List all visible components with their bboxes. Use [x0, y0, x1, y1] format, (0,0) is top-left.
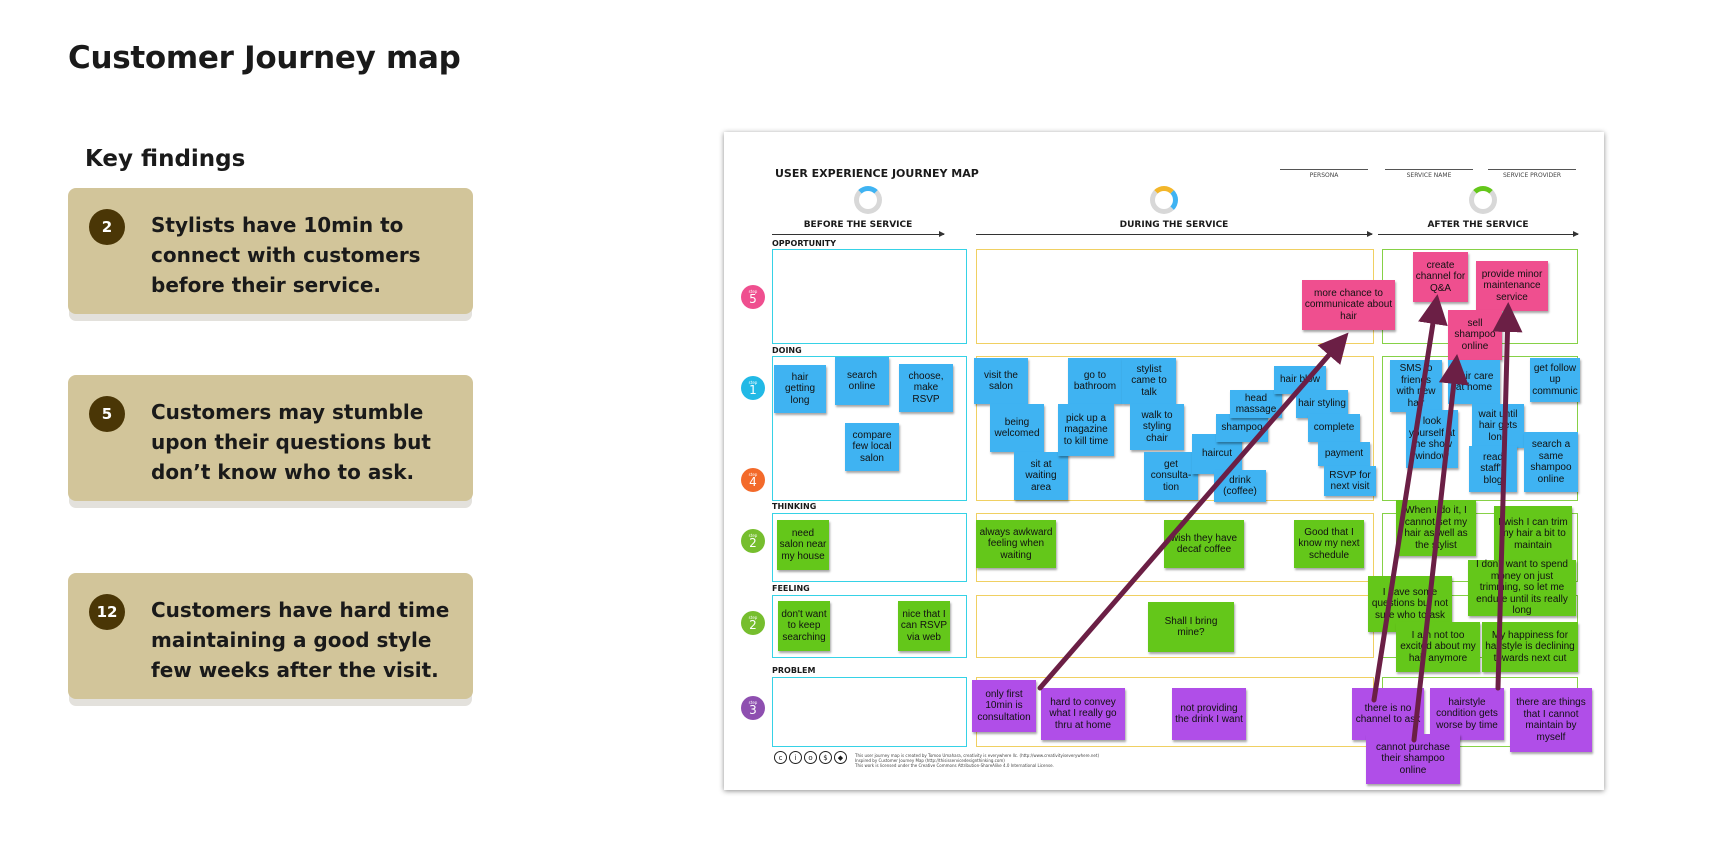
journey-map-image: USER EXPERIENCE JOURNEY MAP PERSONA SERV…: [724, 132, 1604, 790]
finding-card: 5 Customers may stumble upon their quest…: [68, 375, 473, 501]
finding-card: 12 Customers have hard time maintaining …: [68, 573, 473, 699]
row-label-feeling: FEELING: [772, 584, 810, 593]
sticky-note: only first 10min is consultation: [972, 680, 1036, 732]
persona-label: PERSONA: [1309, 172, 1339, 179]
donut-before-icon: [854, 186, 882, 214]
sticky-note: need salon near my house: [777, 520, 829, 570]
finding-card: 2 Stylists have 10min to connect with cu…: [68, 188, 473, 314]
sticky-note: nice that I can RSVP via web: [898, 601, 950, 651]
connector-arrow: [1492, 302, 1523, 691]
sticky-note: don't want to keep searching: [778, 601, 830, 651]
sticky-note: SMS to friends with new hair: [1390, 360, 1442, 412]
license-text: This user journey map is created by Tomo…: [855, 753, 1099, 768]
sticky-note: stylist came to talk: [1122, 358, 1176, 404]
sticky-note: hair styling: [1296, 390, 1348, 418]
zone: [772, 356, 967, 501]
phase-after-arrow: [1378, 231, 1579, 237]
sticky-note: I don't want to spend money on just trim…: [1468, 559, 1576, 616]
zone: [976, 356, 1374, 501]
connector-arrow: [1037, 332, 1349, 691]
sticky-note: being welcomed: [990, 404, 1044, 452]
sticky-note: cannot purchase their shampoo online: [1366, 734, 1460, 784]
count-badge: 5: [89, 396, 125, 432]
service-name-label: SERVICE NAME: [1406, 172, 1452, 179]
service-provider-label: SERVICE PROVIDER: [1502, 172, 1562, 179]
sticky-note: get follow up communic: [1530, 358, 1580, 402]
zone: [772, 595, 967, 658]
sticky-note: there are things that I cannot maintain …: [1510, 688, 1592, 752]
sticky-note: payment: [1318, 442, 1370, 466]
key-findings-heading: Key findings: [85, 146, 246, 172]
sticky-note: I am not too excited about my hair anymo…: [1396, 622, 1480, 672]
service-provider-line: [1488, 169, 1576, 170]
finding-text: Customers have hard time maintaining a g…: [151, 598, 450, 682]
sticky-note: create channel for Q&A: [1413, 252, 1468, 302]
logo-icon: ◆: [834, 751, 847, 764]
sticky-note: compare few local salon: [845, 423, 899, 471]
sticky-note: complete: [1308, 414, 1360, 442]
service-name-line: [1385, 169, 1473, 170]
sticky-note: Shall I bring mine?: [1148, 602, 1234, 652]
sticky-note: search online: [835, 357, 889, 405]
count-badge: 2: [89, 209, 125, 245]
page-title: Customer Journey map: [68, 40, 461, 76]
donut-during-icon: [1150, 186, 1178, 214]
sticky-note: I wish I can trim my hair a bit to maint…: [1494, 506, 1572, 562]
sticky-note: head massage: [1230, 390, 1282, 418]
sticky-note: there is no channel to ask: [1352, 688, 1424, 740]
sticky-note: visit the salon: [974, 358, 1028, 404]
license-line: This user journey map is created by Tomo…: [855, 753, 1100, 758]
sticky-note: hard to convey what I really go thru at …: [1041, 688, 1125, 740]
sticky-note: more chance to communicate about hair: [1302, 280, 1395, 330]
persona-line: [1280, 169, 1368, 170]
sticky-note: sit at waiting area: [1014, 452, 1068, 500]
row-label-opportunity: OPPORTUNITY: [772, 239, 837, 248]
sticky-note: read staff's blog: [1469, 446, 1517, 492]
sa-icon: o: [804, 751, 817, 764]
zone: [772, 513, 967, 582]
sticky-note: not providing the drink I want: [1172, 688, 1246, 740]
phase-during-arrow: [976, 231, 1373, 237]
connector-arrow: [1411, 354, 1469, 743]
sticky-note: go to bathroom: [1068, 358, 1122, 404]
phase-before-arrow: [772, 231, 945, 237]
sticky-note: wait until hair gets long: [1472, 404, 1524, 448]
by-icon: i: [789, 751, 802, 764]
row-label-doing: DOING: [772, 346, 802, 355]
sticky-note: always awkward feeling when waiting: [976, 520, 1056, 568]
sticky-note: get consulta-tion: [1144, 452, 1198, 500]
phase-during: DURING THE SERVICE: [1119, 220, 1229, 230]
sticky-note: search a same shampoo online: [1524, 432, 1578, 492]
connector-arrow: [1371, 294, 1448, 703]
sticky-note: RSVP for next visit: [1324, 466, 1376, 496]
sticky-note: pick up a magazine to kill time: [1058, 404, 1114, 456]
sticky-note: walk to styling chair: [1130, 404, 1184, 450]
cc-icon: c: [774, 751, 787, 764]
sticky-note: hair getting long: [774, 365, 826, 413]
sticky-note: Good that I know my next schedule: [1294, 520, 1364, 568]
sticky-note: hairstyle condition gets worse by time: [1430, 688, 1504, 740]
finding-text: Customers may stumble upon their questio…: [151, 400, 431, 484]
row-label-problem: PROBLEM: [772, 666, 816, 675]
zone: [772, 677, 967, 747]
phase-before: BEFORE THE SERVICE: [803, 220, 913, 230]
nc-icon: $: [819, 751, 832, 764]
connector-arrows: [1037, 294, 1523, 743]
donut-after-icon: [1469, 186, 1497, 214]
finding-text: Stylists have 10min to connect with cust…: [151, 213, 421, 297]
license-line: Inspired by Customer Journey Map (http:/…: [855, 758, 1005, 763]
sticky-note: choose, make RSVP: [899, 364, 953, 412]
count-badge: 12: [89, 594, 125, 630]
zone: [772, 249, 967, 344]
phase-after: AFTER THE SERVICE: [1427, 220, 1529, 230]
row-label-thinking: THINKING: [772, 502, 817, 511]
license-line: This work is licensed under the Creative…: [855, 763, 1054, 768]
map-title: USER EXPERIENCE JOURNEY MAP: [775, 167, 979, 180]
